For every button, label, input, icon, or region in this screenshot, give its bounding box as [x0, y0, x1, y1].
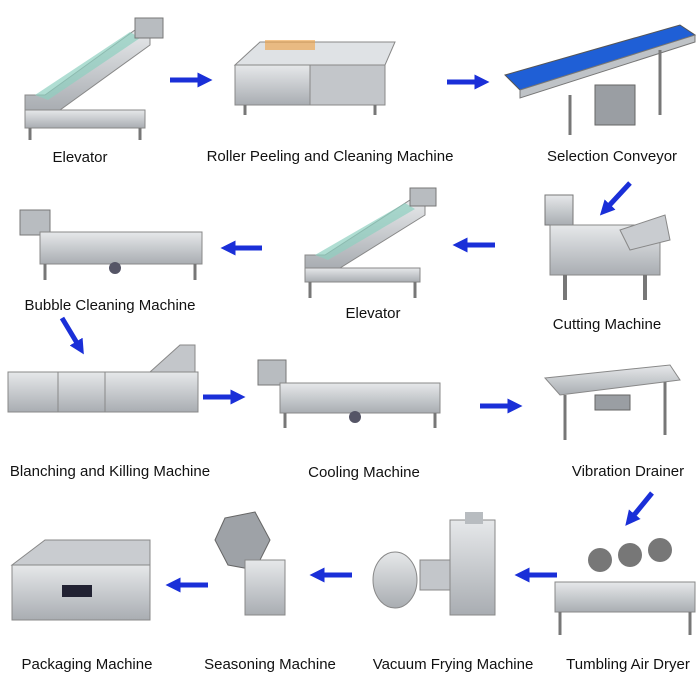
step-label: Elevator — [52, 149, 108, 166]
step-label: Elevator — [345, 305, 401, 322]
arrow-9 — [625, 491, 654, 526]
step-label: Vibration Drainer — [571, 463, 685, 480]
step-label: Vacuum Frying Machine — [372, 656, 534, 673]
roller-peeling-machine — [233, 40, 396, 115]
arrow-3 — [599, 181, 632, 216]
blanching-machine — [7, 344, 199, 413]
seasoning-machine — [214, 511, 286, 616]
packaging-machine — [10, 539, 151, 621]
step-label: Cooling Machine — [308, 464, 420, 481]
step-label: Packaging Machine — [21, 656, 153, 673]
arrow-6 — [59, 316, 84, 355]
step-label: Tumbling Air Dryer — [566, 656, 690, 673]
flow-arrows — [59, 72, 654, 593]
step-label: Seasoning Machine — [204, 656, 336, 673]
vibration-drainer-machine — [543, 364, 681, 440]
step-label: Bubble Cleaning Machine — [24, 297, 196, 314]
vacuum-frying-machine — [372, 512, 496, 616]
cooling-machine — [257, 359, 441, 428]
elevator-2-machine — [304, 187, 437, 298]
elevator-1-machine — [24, 17, 164, 140]
step-label: Selection Conveyor — [546, 148, 678, 165]
step-label: Blanching and Killing Machine — [9, 463, 211, 480]
tumbling-air-dryer-machine — [554, 538, 696, 635]
step-label: Cutting Machine — [552, 316, 662, 333]
cutting-machine — [544, 194, 671, 300]
selection-conveyor-machine — [504, 24, 697, 135]
step-label: Roller Peeling and Cleaning Machine — [206, 148, 454, 165]
bubble-cleaning-machine — [19, 209, 203, 280]
